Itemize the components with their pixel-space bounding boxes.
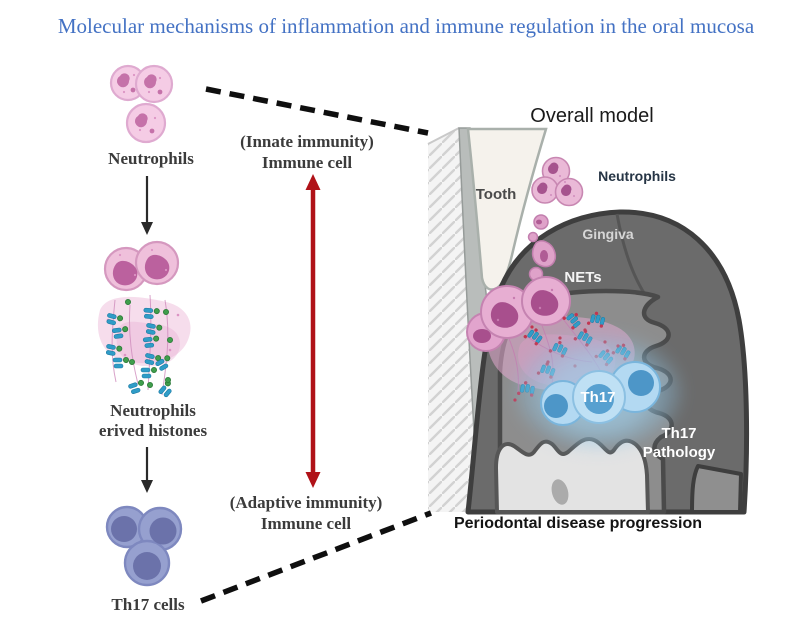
dashed-connector-bottom [200,510,432,604]
adaptive-immunity-label: (Adaptive immunity) Immune cell [230,492,383,534]
panel-neutrophils-illustration [531,156,584,207]
derived-histones-line1: Neutrophils [110,401,196,420]
neutrophils-label: Neutrophils [108,149,194,168]
adaptive-line1: (Adaptive immunity) [229,493,383,512]
th17-pathology-label: Th17 Pathology [643,424,716,462]
panel-th17-label: Th17 [580,389,616,406]
dashed-connector-top [205,86,429,136]
innate-line2: Immune cell [261,153,353,172]
nets-histones-illustration [97,240,191,399]
down-arrow-1 [141,176,153,235]
derived-histones-label: Neutrophils erived histones [99,401,207,441]
down-arrow-2 [141,447,153,493]
overall-model-panel [427,126,796,515]
overall-model-heading: Overall model [530,105,654,127]
adaptive-line2: Immune cell [260,514,352,533]
bone-hatch [427,127,480,512]
red-double-arrow [305,174,321,488]
th17-pathology-line2: Pathology [642,444,716,461]
th17-cells-illustration [105,505,183,587]
panel-neutrophils-label: Neutrophils [598,168,676,184]
innate-line1: (Innate immunity) [240,132,374,151]
panel-caption: Periodontal disease progression [453,515,703,532]
migrating-neutrophils-illustration [527,214,556,282]
panel-th17-illustration [518,337,678,447]
derived-histones-line2: erived histones [98,421,208,440]
nets-label: NETs [564,269,602,286]
gingiva-label: Gingiva [582,226,634,242]
tooth-label: Tooth [475,186,517,203]
th17-cells-label: Th17 cells [111,595,185,614]
th17-pathology-line1: Th17 [661,425,697,442]
neutrophils-illustration [109,64,174,144]
page-title: Molecular mechanisms of inflammation and… [57,14,755,38]
innate-immunity-label: (Innate immunity) Immune cell [240,131,374,173]
